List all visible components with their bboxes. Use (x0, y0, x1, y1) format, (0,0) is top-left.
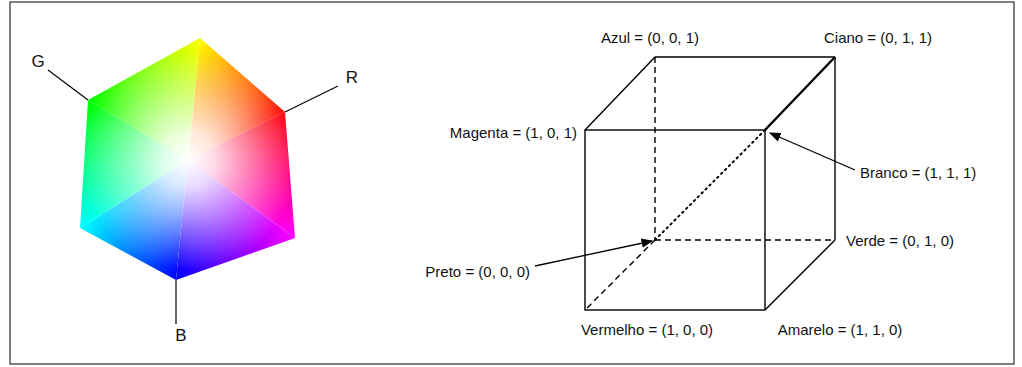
axis-label: R (346, 69, 358, 87)
vertex-label: Amarelo = (1, 1, 0) (778, 321, 903, 339)
axis-label: G (31, 53, 44, 71)
vertex-label: Azul = (0, 0, 1) (601, 29, 699, 47)
vertex-label: Preto = (0, 0, 0) (425, 263, 530, 281)
vertex-label: Magenta = (1, 0, 1) (450, 124, 577, 142)
vertex-label: Ciano = (0, 1, 1) (824, 29, 932, 47)
vertex-label: Verde = (0, 1, 0) (846, 232, 954, 250)
axis-label: B (175, 327, 186, 345)
vertex-label: Branco = (1, 1, 1) (860, 164, 976, 182)
vertex-label: Vermelho = (1, 0, 0) (581, 321, 713, 339)
